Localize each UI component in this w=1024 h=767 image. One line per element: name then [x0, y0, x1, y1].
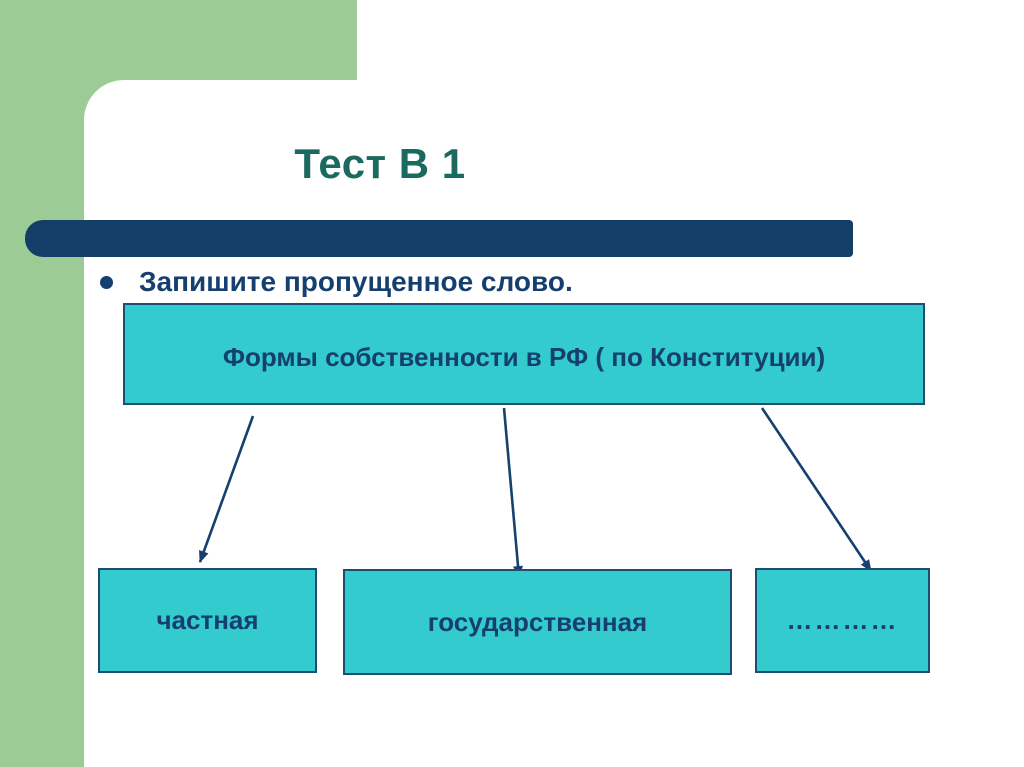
- slide-title: Тест В 1: [294, 140, 466, 187]
- diagram-child-box-state: государственная: [343, 569, 732, 675]
- diagram-parent-box-label: Формы собственности в РФ ( по Конституци…: [222, 341, 826, 372]
- divider-bar: [25, 220, 853, 257]
- bullet-text: Запишите пропущенное слово.: [139, 266, 573, 297]
- bullet-item: Запишите пропущенное слово.: [100, 266, 573, 298]
- green-sidebar-decoration: [0, 0, 84, 767]
- diagram-child-box-state-label: государственная: [427, 606, 648, 637]
- diagram-child-box-private-label: частная: [156, 605, 259, 635]
- diagram-parent-box: Формы собственности в РФ ( по Конституци…: [123, 303, 925, 405]
- diagram-child-box-private: частная: [98, 568, 317, 673]
- diagram-child-box-blank: …………: [755, 568, 930, 673]
- bullet-dot-icon: [100, 275, 113, 289]
- diagram-child-box-blank-label: …………: [786, 605, 899, 635]
